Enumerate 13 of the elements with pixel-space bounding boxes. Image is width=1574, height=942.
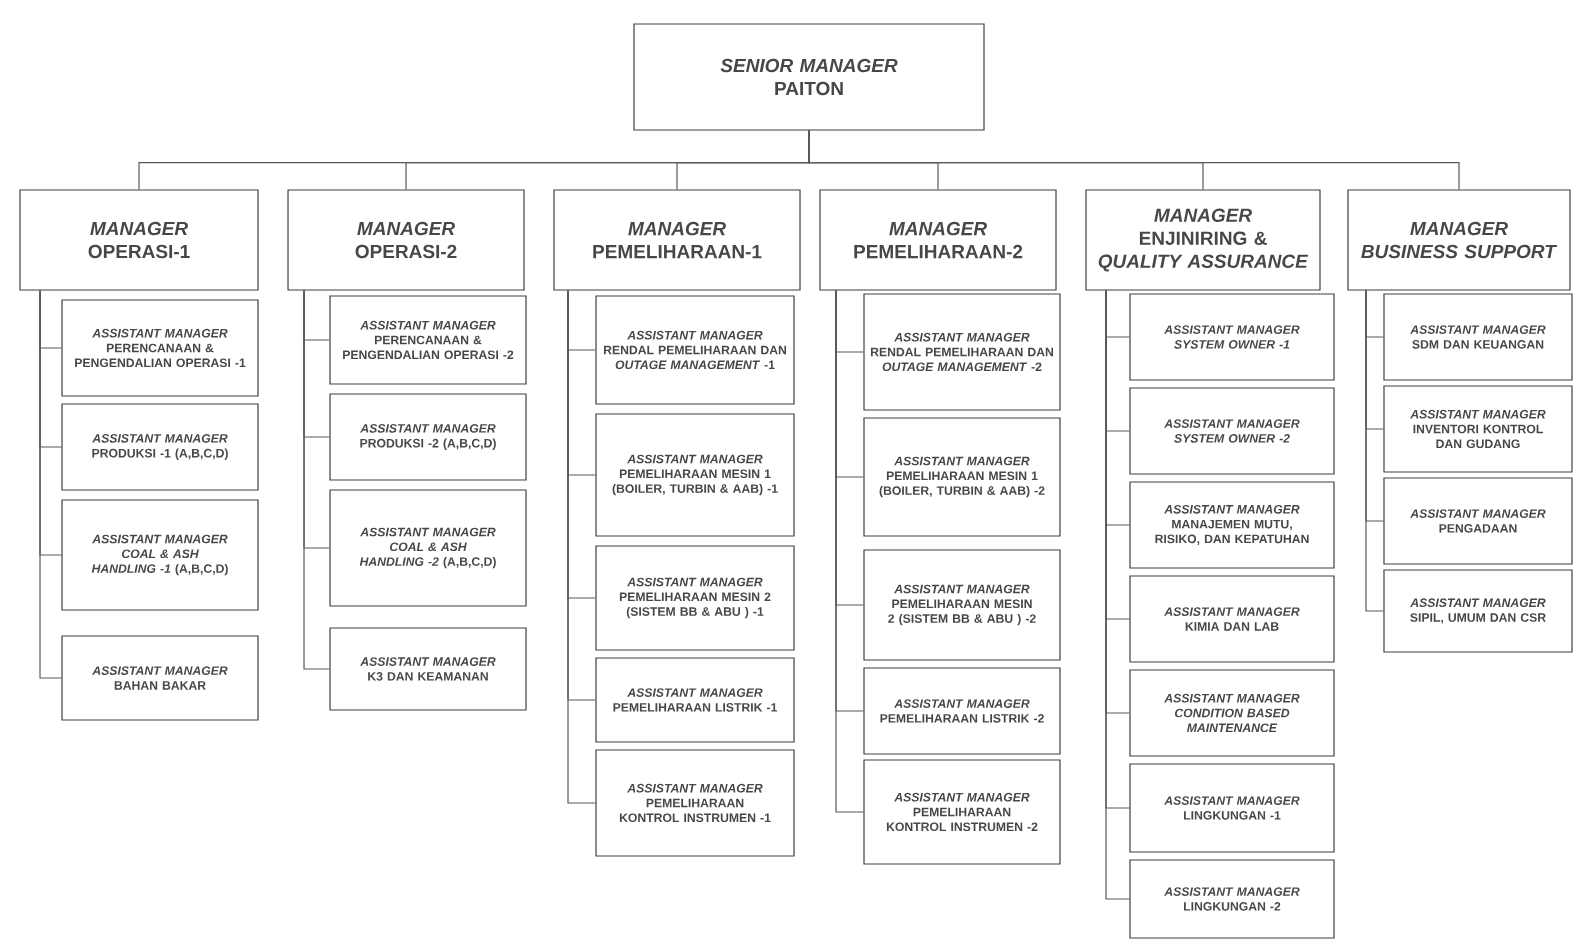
connector-line [567, 290, 596, 804]
manager-box: MANAGER BUSINESS SUPPORT [1347, 189, 1571, 291]
manager-box: MANAGER ENJINIRING & QUALITY ASSURANCE [1085, 189, 1321, 291]
manager-box: MANAGER OPERASI-1 [19, 189, 259, 291]
manager-box: MANAGER PEMELIHARAAN-1 [553, 189, 801, 291]
manager-box: MANAGER PEMELIHARAAN-2 [819, 189, 1057, 291]
connector-line [808, 130, 1460, 190]
connector-line [303, 290, 331, 670]
manager-box: MANAGER OPERASI-2 [287, 189, 525, 291]
senior-manager-box: SENIOR MANAGER PAITON [633, 23, 985, 131]
connector-line [39, 290, 62, 679]
connector-line [835, 290, 864, 813]
connector-line [1365, 290, 1384, 612]
